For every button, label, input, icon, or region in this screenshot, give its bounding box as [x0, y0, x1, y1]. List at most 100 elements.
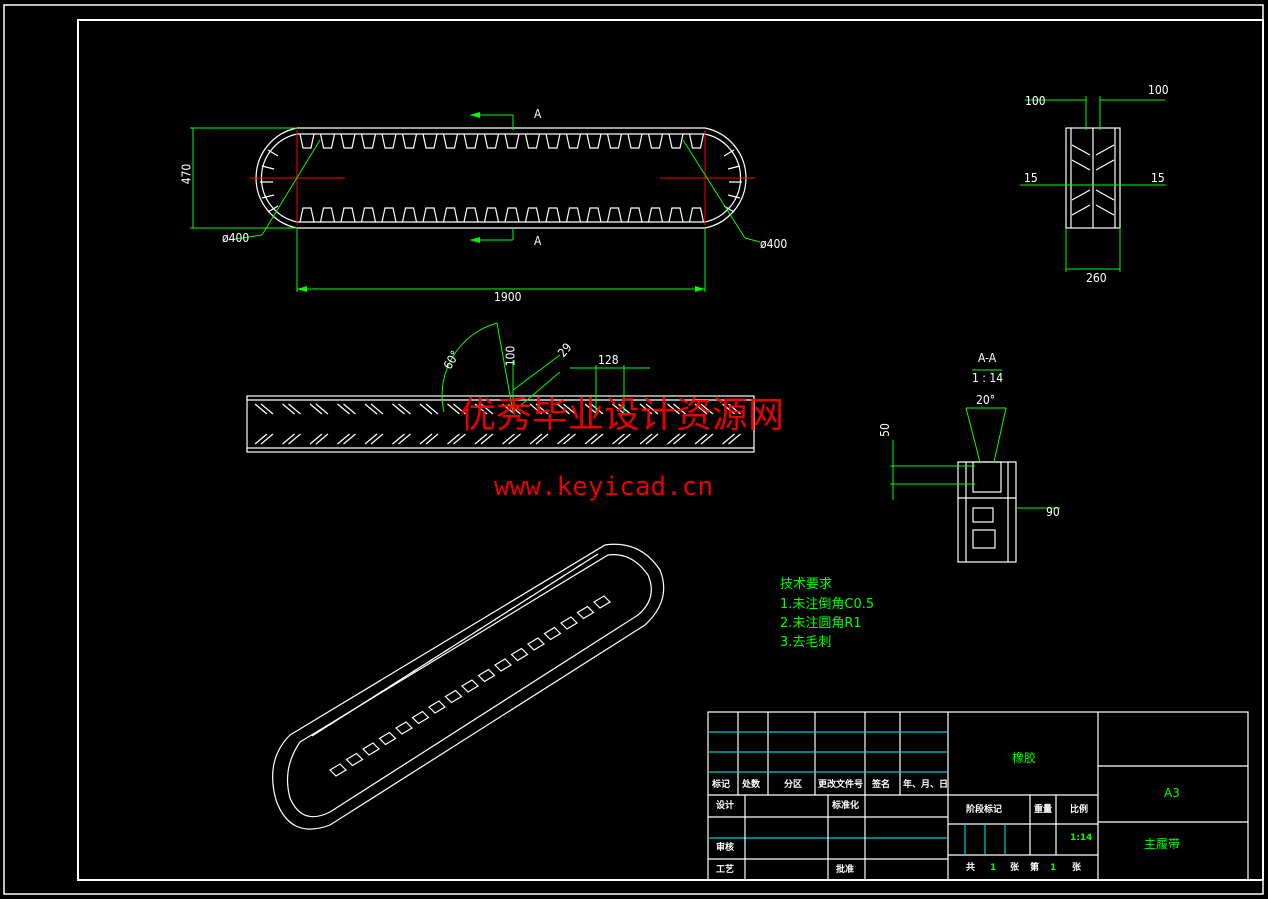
track-tooth	[688, 133, 705, 149]
track-tooth	[524, 207, 541, 223]
watermark-cn: 优秀毕业设计资源网	[460, 395, 785, 436]
track-tooth	[299, 207, 315, 223]
tb-part-name: 主履带	[1144, 837, 1181, 851]
track-tooth	[463, 133, 479, 149]
iso-lug	[395, 721, 413, 735]
iso-lug	[477, 668, 496, 683]
track-tooth	[524, 133, 541, 149]
iso-lug	[362, 742, 380, 756]
iso-lug	[510, 647, 529, 662]
tb-scale-label: 比例	[1070, 805, 1089, 815]
tb-stage-mark: 阶段标记	[966, 805, 1003, 815]
track-tooth	[565, 133, 582, 149]
dim-side-h-right: 15	[1151, 171, 1165, 185]
section-aa	[957, 461, 1017, 563]
section-mark-bottom: A	[534, 234, 542, 248]
track-tooth	[606, 133, 623, 149]
dim-side-w-left: 100	[1025, 94, 1046, 108]
track-tooth	[586, 133, 602, 149]
track-tooth	[483, 207, 500, 223]
track-tooth	[360, 133, 377, 149]
track-tooth	[545, 207, 561, 223]
iso-tread-bar	[575, 553, 599, 569]
tb-material: 橡胶	[1012, 751, 1037, 765]
tread-chevron	[419, 403, 439, 445]
tb-num: 1	[1050, 863, 1057, 873]
track-tooth	[319, 133, 336, 149]
iso-lug	[560, 616, 578, 630]
track-tooth	[647, 133, 664, 149]
track-tooth	[381, 207, 397, 223]
tb-sheet-size: A3	[1164, 786, 1180, 800]
iso-lug	[378, 731, 397, 746]
iso-lug	[593, 595, 611, 609]
track-tooth	[319, 207, 336, 223]
dim-height-470: 470	[179, 163, 194, 185]
dim-section-width: 90	[1046, 505, 1060, 519]
section-scale: 1 : 14	[972, 371, 1004, 385]
iso-lug	[461, 679, 479, 693]
dim-side-width: 260	[1086, 271, 1107, 285]
tread-chevron	[337, 403, 356, 445]
track-tooth	[565, 207, 582, 223]
dim-side-w-right: 100	[1148, 83, 1169, 97]
iso-lug	[527, 637, 545, 651]
track-tooth	[483, 133, 500, 149]
tread-chevron	[502, 403, 521, 445]
tb-scale-value: 1:14	[1070, 833, 1093, 843]
track-tooth	[381, 133, 397, 149]
track-tooth	[504, 133, 520, 149]
dim-section-angle: 20°	[976, 393, 996, 407]
dim-tread-pitch-b: 128	[598, 353, 619, 367]
track-tooth	[360, 207, 377, 223]
top-view-centerlines	[250, 130, 755, 225]
tread-chevron	[694, 403, 714, 445]
section-title: A-A	[978, 351, 997, 365]
track-tooth	[627, 207, 643, 223]
tread-chevron	[282, 403, 301, 445]
note-item-2: 2.未注圆角R1	[780, 616, 862, 631]
tread-chevron	[364, 403, 384, 445]
tb-approve: 批准	[836, 865, 855, 875]
tb-standardization: 标准化	[832, 801, 860, 811]
tread-chevron	[254, 403, 274, 445]
track-tooth	[442, 133, 459, 149]
tread-chevron	[392, 403, 411, 445]
track-tooth	[299, 133, 315, 149]
section-aa-dimensions	[890, 369, 1060, 509]
track-tooth	[463, 207, 479, 223]
track-tooth	[545, 133, 561, 149]
tb-sheet-label-2: 张	[1072, 863, 1082, 873]
iso-lug	[543, 626, 562, 641]
tb-sheet-label: 张	[1010, 863, 1020, 873]
tb-weight: 重量	[1034, 805, 1053, 815]
track-tooth	[340, 207, 356, 223]
tb-review: 审核	[716, 843, 735, 853]
top-view	[255, 127, 747, 229]
dim-length-1900: 1900	[494, 290, 522, 304]
tb-rev-header-2: 分区	[784, 780, 803, 790]
tb-rev-header-1: 处数	[742, 780, 761, 790]
track-tooth	[606, 207, 623, 223]
iso-lug	[428, 700, 446, 714]
title-block	[707, 711, 1249, 881]
tread-view	[246, 395, 755, 453]
tread-chevron	[447, 403, 466, 445]
iso-lug	[444, 689, 463, 704]
dim-tread-height: 100	[503, 345, 518, 367]
iso-lug	[329, 763, 347, 777]
track-tooth	[401, 133, 418, 149]
tb-rev-header-5: 年、月、日	[903, 780, 949, 790]
watermark-url: www.keyicad.cn	[494, 472, 714, 502]
tread-view-dimensions	[441, 322, 650, 413]
tb-rev-header-4: 签名	[872, 780, 891, 790]
tb-process: 工艺	[716, 865, 735, 875]
track-tooth	[586, 207, 602, 223]
iso-lug	[576, 605, 595, 620]
tb-total: 1	[990, 863, 997, 873]
side-view-dimensions	[1020, 96, 1166, 272]
tb-num-label: 第	[1030, 863, 1040, 873]
track-tooth	[422, 133, 438, 149]
tb-rev-header-3: 更改文件号	[818, 780, 864, 790]
